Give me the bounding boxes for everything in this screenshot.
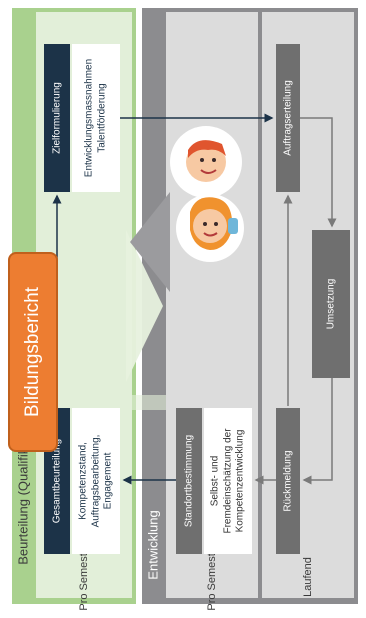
- zielformulierung-box: Zielformulierung: [44, 44, 70, 192]
- rueckmeldung-box: Rückmeldung: [276, 408, 300, 554]
- umsetzung-box: Umsetzung: [312, 230, 350, 378]
- standortbestimmung-detail-box: Selbst- und Fremdeinschätzung der Kompet…: [204, 408, 252, 554]
- zielformulierung-detail-box: Entwicklungsmassnahmen Talentförderung: [72, 44, 120, 192]
- bildungsbericht-label: Bildungsbericht: [22, 287, 43, 417]
- girl-face-icon: [190, 197, 238, 250]
- boy-face-icon: [186, 140, 226, 182]
- arrow-auftrag-to-umsetzung: [300, 117, 337, 228]
- arrow-umsetzung-to-rueck: [302, 378, 333, 485]
- auftragserteilung-box: Auftragserteilung: [276, 44, 300, 192]
- standortbestimmung-box: Standortbestimmung: [176, 408, 202, 554]
- arrow-shape-right: [126, 230, 163, 382]
- connector-left: [126, 395, 166, 410]
- arrow-shape-left: [130, 192, 170, 292]
- gesamtbeurteilung-detail-box: Kompetenzstand, Auftragsbearbeitung, Eng…: [72, 408, 120, 554]
- faces-illustration: [170, 126, 244, 262]
- bildungsbericht-callout: Bildungsbericht: [8, 252, 58, 452]
